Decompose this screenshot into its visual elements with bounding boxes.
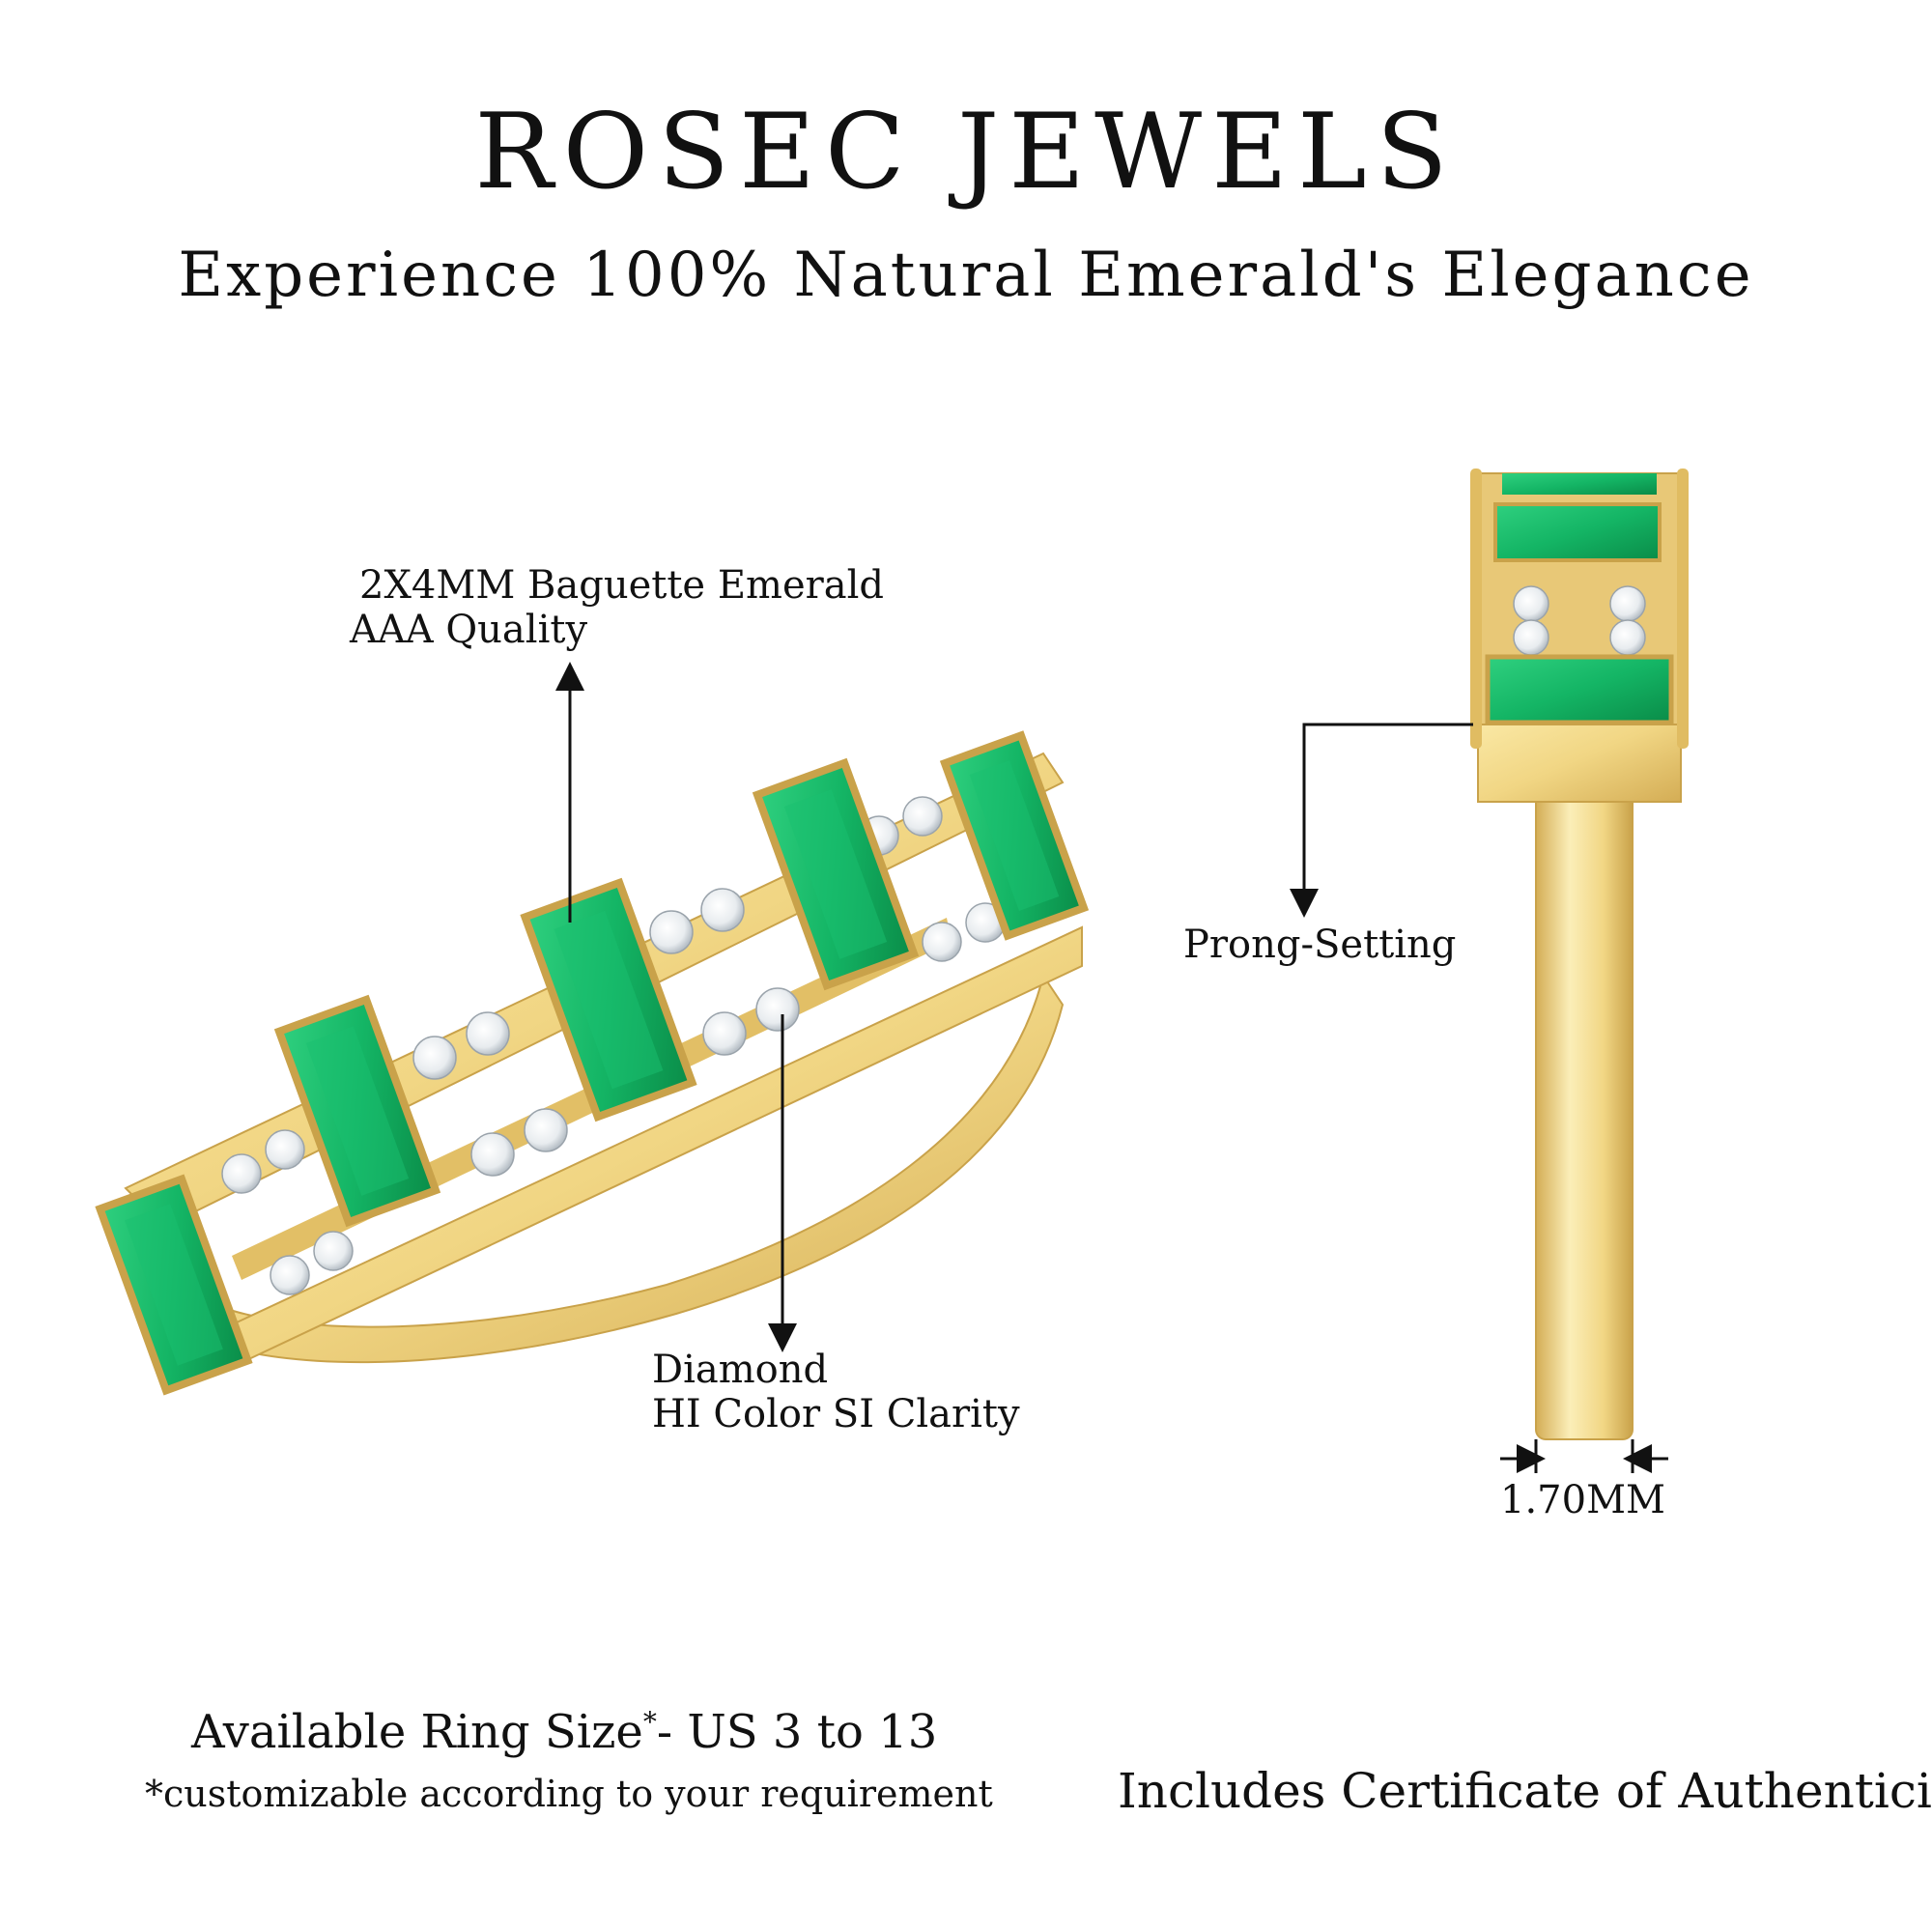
callout-lines [555,662,1668,1473]
tagline: Experience 100% Natural Emerald's Elegan… [178,240,1754,311]
diamond-callout-line1: Diamond [652,1348,829,1392]
diamond-callout: Diamond HI Color SI Clarity [652,1348,1020,1436]
ring-side-view [1470,469,1689,1440]
certificate-text: Includes Certificate of Authenticity [1118,1763,1932,1819]
prong-callout: Prong-Setting [1183,923,1457,967]
ring-size-mark: * [642,1706,657,1738]
emerald-baguettes [95,730,1090,1396]
diamond-row-lower [270,902,1006,1295]
emerald-callout-line2: AAA Quality [350,608,588,652]
brand-title: ROSEC JEWELS [474,92,1458,213]
emerald-callout-line1: 2X4MM Baguette Emerald [359,563,884,608]
ring-size-note: *customizable according to your requirem… [145,1773,993,1815]
ring-size-suffix: - US 3 to 13 [656,1705,938,1759]
band-width-label: 1.70MM [1500,1478,1665,1522]
ring-size-info: Available Ring Size*- US 3 to 13 [191,1705,937,1759]
diamond-callout-line2: HI Color SI Clarity [652,1392,1020,1436]
ring-size-prefix: Available Ring Size [191,1705,643,1759]
ring-angled-view [95,730,1090,1396]
emerald-callout: 2X4MM Baguette Emerald AAA Quality [350,563,884,652]
